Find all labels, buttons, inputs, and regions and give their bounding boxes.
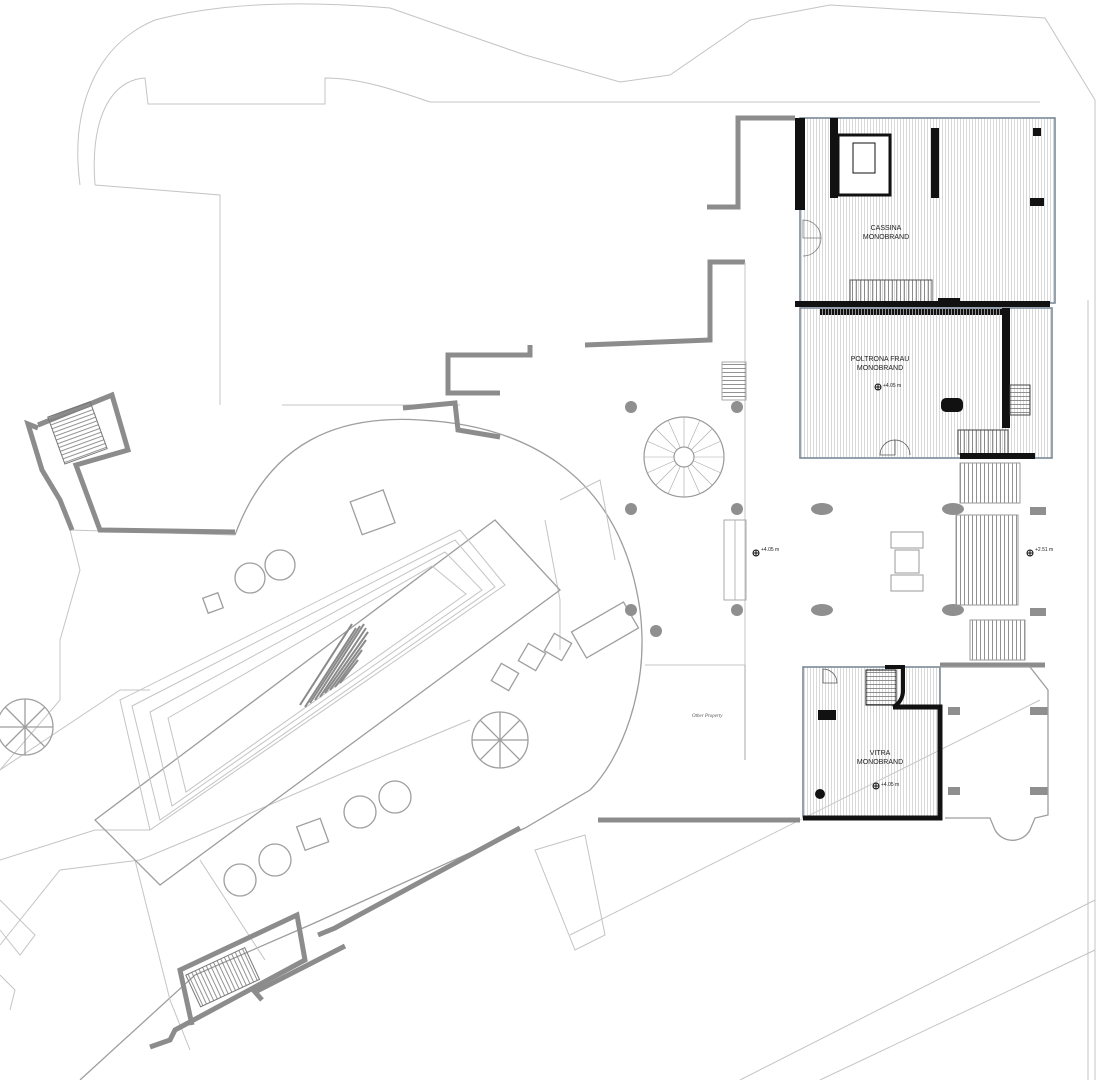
plaza [0, 418, 745, 1080]
poltrona-room: POLTRONA FRAU MONOBRAND +4.05 m [799, 307, 1053, 459]
cassina-room: CASSINA MONOBRAND [795, 117, 1056, 315]
central-hall [625, 361, 1048, 795]
cassina-label-line1: CASSINA [871, 225, 902, 232]
cassina-label-line2: MONOBRAND [863, 234, 909, 241]
poltrona-level: +4.05 m [883, 383, 901, 389]
left-stair-tower [47, 401, 108, 465]
poltrona-label-line1: POLTRONA FRAU [851, 356, 910, 363]
other-property-note: Other Property [692, 714, 723, 719]
stair-level-marker: +2.51 m [1026, 547, 1053, 557]
umbrella-tables [0, 549, 529, 897]
vitra-label-line2: MONOBRAND [857, 759, 903, 766]
vitra-room: VITRA MONOBRAND +4.05 m [802, 665, 943, 821]
right-annex [940, 666, 1049, 841]
site-outline [0, 3, 1096, 1080]
existing-walls [24, 115, 1045, 1050]
vitra-level-marker-icon [872, 782, 880, 790]
poltrona-label-line2: MONOBRAND [857, 365, 903, 372]
vitra-level: +4.05 m [881, 782, 899, 788]
bottom-stair-tower [185, 946, 261, 1008]
level-marker-icon [874, 383, 882, 391]
hall-level: +4.05 m [761, 547, 779, 553]
stair-level: +2.51 m [1035, 547, 1053, 553]
sculpture [299, 623, 369, 708]
vitra-label-line1: VITRA [870, 750, 891, 757]
hall-level-marker: +4.05 m [752, 547, 779, 557]
